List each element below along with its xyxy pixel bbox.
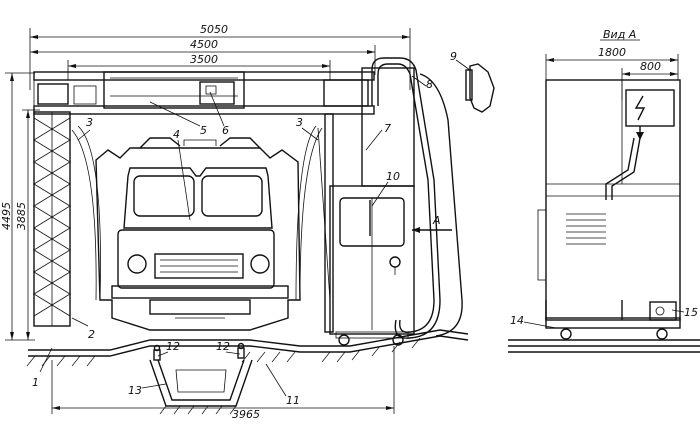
callout-3-left: 3 bbox=[86, 116, 93, 129]
portal-frame bbox=[33, 71, 375, 333]
callout-9: 9 bbox=[450, 50, 457, 63]
callout-14: 14 bbox=[510, 314, 524, 327]
callout-1: 1 bbox=[32, 376, 39, 389]
callout-3-right: 3 bbox=[296, 116, 303, 129]
callout-12-left: 12 bbox=[166, 340, 180, 353]
dim-side-part: 800 bbox=[640, 60, 661, 73]
callout-4: 4 bbox=[173, 128, 180, 141]
callout-7: 7 bbox=[384, 122, 391, 135]
view-title: Вид А bbox=[603, 28, 636, 41]
callout-2: 2 bbox=[88, 328, 95, 341]
nozzle bbox=[465, 63, 495, 113]
dim-inner-height: 3885 bbox=[15, 202, 28, 230]
callout-6: 6 bbox=[222, 124, 229, 137]
callout-8: 8 bbox=[426, 78, 433, 91]
left-dimension-lines bbox=[5, 72, 40, 341]
section-marker-label: А bbox=[432, 214, 441, 227]
leader-lines bbox=[39, 59, 685, 397]
dim-overall-width: 5050 bbox=[200, 23, 228, 36]
truck bbox=[95, 137, 301, 331]
bottom-dimension-lines bbox=[51, 346, 395, 414]
callout-15: 15 bbox=[684, 306, 698, 319]
dim-total-height: 4495 bbox=[0, 202, 13, 230]
callout-12-right: 12 bbox=[216, 340, 230, 353]
dim-frame-width: 4500 bbox=[190, 38, 218, 51]
section-arrow bbox=[412, 227, 452, 233]
control-cabinet bbox=[329, 67, 415, 346]
callout-5: 5 bbox=[200, 124, 207, 137]
dim-inner-width: 3500 bbox=[190, 53, 218, 66]
top-dimension-lines bbox=[29, 28, 411, 90]
hose bbox=[371, 57, 463, 339]
callout-13: 13 bbox=[128, 384, 142, 397]
side-brushes bbox=[71, 125, 323, 301]
side-view bbox=[508, 79, 700, 353]
callout-10: 10 bbox=[386, 170, 400, 183]
dim-pit-width: 3965 bbox=[232, 408, 260, 421]
ground bbox=[26, 329, 469, 367]
pit bbox=[149, 359, 253, 415]
dim-side-width: 1800 bbox=[598, 46, 626, 59]
callout-11: 11 bbox=[286, 394, 300, 407]
